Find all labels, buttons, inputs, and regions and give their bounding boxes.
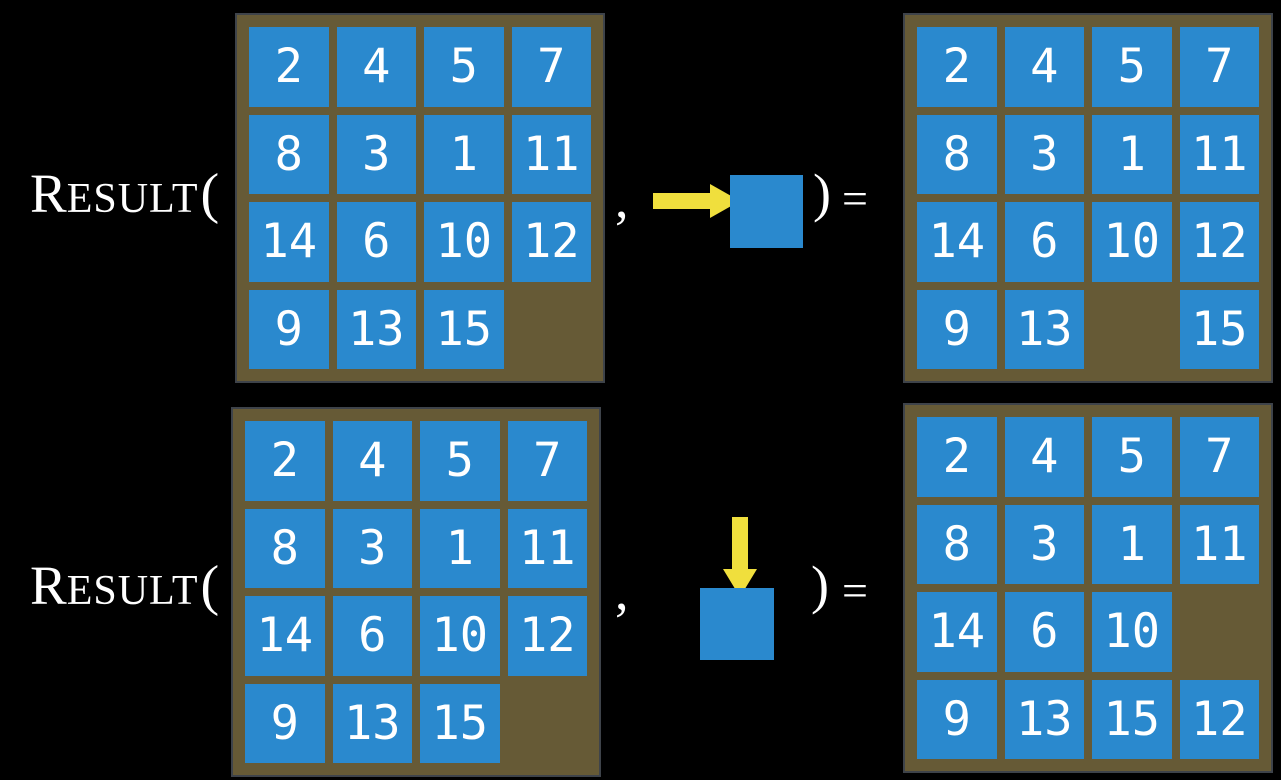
tile-12: 12 [1179, 202, 1259, 282]
tile-15: 15 [1179, 289, 1259, 369]
close-paren: ) [813, 163, 831, 223]
action-tile-square [700, 588, 774, 660]
tile-14: 14 [917, 592, 997, 672]
tile-1: 1 [1092, 114, 1172, 194]
result-label-smallcaps: ESULT [66, 568, 199, 614]
tile-13: 13 [1004, 289, 1084, 369]
tile-13: 13 [336, 289, 416, 369]
tile-11: 11 [1179, 114, 1259, 194]
tile-15: 15 [1092, 679, 1172, 759]
tile-9: 9 [245, 683, 325, 763]
tile-10: 10 [424, 202, 504, 282]
arrow-shaft [653, 193, 713, 209]
tile-7: 7 [511, 27, 591, 107]
tile-3: 3 [336, 114, 416, 194]
tile-10: 10 [1092, 592, 1172, 672]
empty-cell [1180, 592, 1260, 672]
move-right-arrow-icon [653, 184, 740, 218]
tile-14: 14 [245, 596, 325, 676]
result-function-label: RESULT( [30, 166, 219, 222]
tile-6: 6 [336, 202, 416, 282]
tile-2: 2 [245, 421, 325, 501]
tile-6: 6 [1004, 592, 1084, 672]
tile-10: 10 [420, 596, 500, 676]
tile-7: 7 [1179, 27, 1259, 107]
action-tile-square [730, 175, 803, 248]
tile-11: 11 [511, 114, 591, 194]
close-paren: ) [811, 555, 829, 615]
tile-12: 12 [511, 202, 591, 282]
empty-cell [1092, 290, 1172, 370]
tile-12: 12 [507, 596, 587, 676]
tile-11: 11 [1179, 504, 1259, 584]
equals-sign: = [842, 173, 868, 224]
tile-8: 8 [917, 114, 997, 194]
tile-5: 5 [424, 27, 504, 107]
tile-4: 4 [336, 27, 416, 107]
empty-cell [512, 290, 592, 370]
tile-3: 3 [1004, 114, 1084, 194]
tile-8: 8 [245, 508, 325, 588]
tile-3: 3 [332, 508, 412, 588]
comma-separator: , [615, 561, 629, 621]
tile-14: 14 [917, 202, 997, 282]
empty-cell [508, 684, 588, 764]
tile-6: 6 [1004, 202, 1084, 282]
tile-6: 6 [332, 596, 412, 676]
open-paren: ( [200, 555, 220, 617]
result-label-initial: R [30, 163, 67, 224]
tile-15: 15 [424, 289, 504, 369]
tile-8: 8 [249, 114, 329, 194]
tile-13: 13 [332, 683, 412, 763]
result-label-initial: R [30, 555, 67, 616]
tile-4: 4 [332, 421, 412, 501]
tile-9: 9 [249, 289, 329, 369]
tile-9: 9 [917, 679, 997, 759]
tile-5: 5 [1092, 27, 1172, 107]
tile-9: 9 [917, 289, 997, 369]
tile-8: 8 [917, 504, 997, 584]
tile-1: 1 [1092, 504, 1172, 584]
tile-7: 7 [507, 421, 587, 501]
tile-1: 1 [420, 508, 500, 588]
tile-5: 5 [1092, 417, 1172, 497]
tile-4: 4 [1004, 417, 1084, 497]
tile-7: 7 [1179, 417, 1259, 497]
tile-5: 5 [420, 421, 500, 501]
tile-13: 13 [1004, 679, 1084, 759]
tile-2: 2 [917, 417, 997, 497]
comma-separator: , [615, 169, 629, 229]
tile-10: 10 [1092, 202, 1172, 282]
tile-1: 1 [424, 114, 504, 194]
tile-2: 2 [249, 27, 329, 107]
equals-sign: = [842, 565, 868, 616]
tile-14: 14 [249, 202, 329, 282]
tile-2: 2 [917, 27, 997, 107]
tile-15: 15 [420, 683, 500, 763]
tile-4: 4 [1004, 27, 1084, 107]
tile-12: 12 [1179, 679, 1259, 759]
result-label-smallcaps: ESULT [66, 176, 199, 222]
arrow-shaft [732, 517, 748, 571]
result-function-label: RESULT( [30, 558, 219, 614]
tile-11: 11 [507, 508, 587, 588]
tile-3: 3 [1004, 504, 1084, 584]
move-down-arrow-icon [723, 517, 757, 597]
open-paren: ( [200, 163, 220, 225]
